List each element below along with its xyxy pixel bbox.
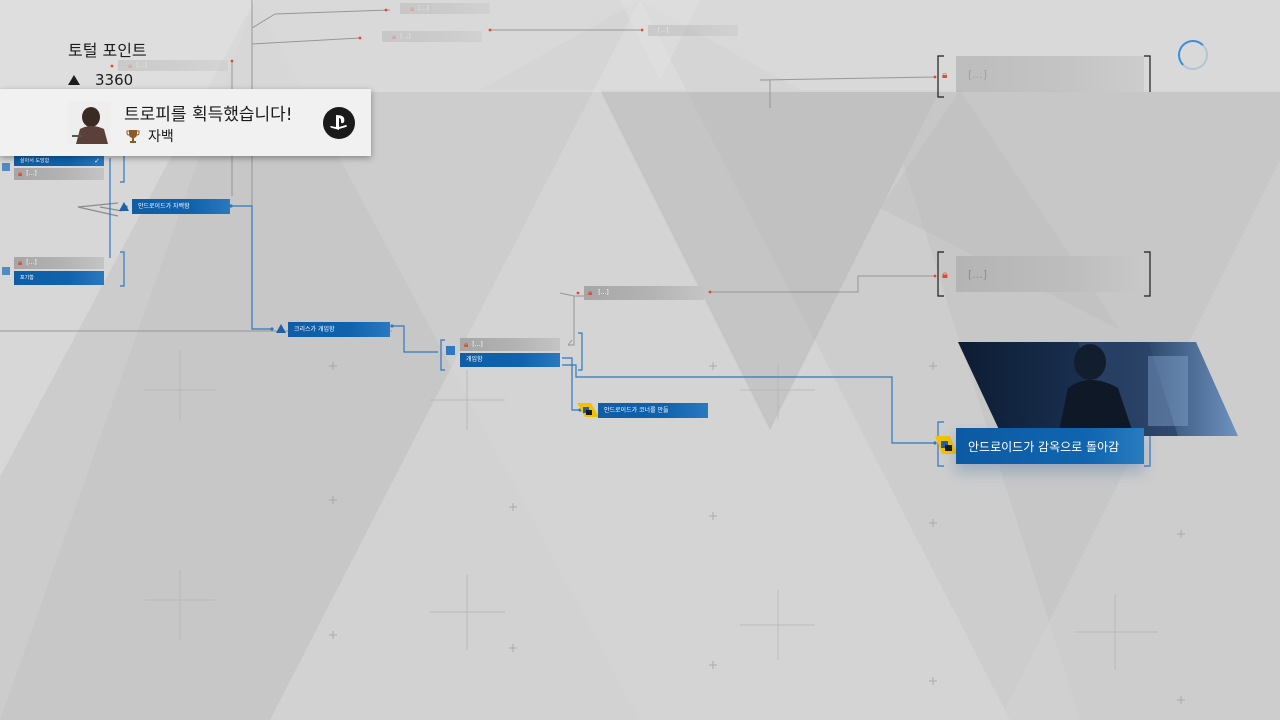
- lock-icon: 🔒︎: [464, 339, 469, 349]
- node-label: [...]: [136, 61, 147, 69]
- locked-node[interactable]: 🔒︎ [...]: [382, 31, 482, 42]
- scene-thumbnail: [958, 342, 1238, 436]
- story-node[interactable]: 안드로이드가 코너를 만듦: [598, 403, 708, 418]
- node-label: 안드로이드가 감옥으로 돌아감: [968, 439, 1120, 454]
- node-label: [...]: [418, 4, 429, 12]
- trophy-name: 자백: [148, 129, 174, 145]
- locked-node[interactable]: 🔒︎ [...]: [400, 3, 490, 14]
- node-label: [...]: [400, 32, 411, 40]
- story-node-final[interactable]: 안드로이드가 감옥으로 돌아감: [956, 428, 1144, 464]
- unlocked-path-icon: [577, 403, 599, 417]
- node-label: [...]: [26, 259, 37, 266]
- story-node[interactable]: 포기함: [14, 271, 104, 285]
- trophy-name-row: 자백: [126, 126, 174, 146]
- cleared-node[interactable]: 살아서 도망함 ✓: [14, 156, 104, 166]
- locked-node[interactable]: 🔒︎ [...]: [584, 286, 704, 300]
- locked-node[interactable]: 🔒︎ [...]: [14, 168, 104, 180]
- trophy-cup-icon: [126, 130, 140, 143]
- playstation-logo-icon: [323, 107, 355, 139]
- locked-node[interactable]: 🔒︎ [...]: [460, 338, 560, 351]
- partial-unlock-icon: [2, 163, 10, 171]
- lock-icon: 🔒︎: [18, 169, 23, 178]
- node-label: [...]: [968, 67, 988, 81]
- node-label: 살아서 도망함: [20, 157, 50, 164]
- node-label: [...]: [26, 170, 37, 177]
- trophy-image: [68, 101, 111, 144]
- total-points-value: 3360: [95, 71, 134, 89]
- story-node[interactable]: 안드로이드가 자백함: [132, 199, 230, 214]
- triangle-icon: [68, 75, 80, 85]
- lock-icon: 🔒︎: [942, 70, 948, 81]
- trophy-notification[interactable]: 트로피를 획득했습니다! 자백: [0, 89, 371, 156]
- locked-node[interactable]: 🔒︎ [...]: [14, 257, 104, 269]
- partial-unlock-icon: [2, 267, 10, 275]
- total-points: 3360: [68, 71, 133, 89]
- story-node[interactable]: 크리스가 개입함: [288, 322, 390, 337]
- node-label: 안드로이드가 자백함: [138, 202, 190, 210]
- locked-node[interactable]: [...]: [956, 56, 1144, 92]
- node-label: [...]: [658, 26, 669, 34]
- trophy-portrait-icon: [68, 101, 111, 144]
- branch-triangle-icon: [276, 324, 286, 333]
- lock-icon: 🔒︎: [18, 258, 23, 267]
- lock-icon: 🔒︎: [588, 288, 593, 297]
- lock-icon: 🔒︎: [392, 31, 397, 41]
- check-icon: ✓: [94, 156, 100, 165]
- trophy-notification-title: 트로피를 획득했습니다!: [124, 105, 293, 125]
- node-label: [...]: [968, 267, 988, 281]
- total-points-label: 토털 포인트: [68, 41, 147, 60]
- locked-node[interactable]: [...]: [956, 256, 1144, 292]
- node-label: 크리스가 개입함: [294, 325, 335, 333]
- node-label: [...]: [472, 340, 483, 348]
- story-node[interactable]: 개입함: [460, 353, 560, 367]
- lock-icon: 🔒︎: [128, 60, 133, 70]
- node-label: 안드로이드가 코너를 만듦: [604, 406, 669, 414]
- locked-node[interactable]: [...]: [648, 25, 738, 36]
- node-label: [...]: [598, 289, 609, 296]
- unlocked-path-icon: [935, 436, 957, 454]
- loading-spinner-icon: [1178, 40, 1208, 70]
- locked-node[interactable]: 🔒︎ [...]: [118, 60, 228, 71]
- node-label: 개입함: [466, 356, 483, 363]
- lock-icon: 🔒︎: [410, 3, 415, 13]
- branch-triangle-icon: [119, 202, 129, 211]
- node-label: 포기함: [20, 274, 34, 281]
- lock-icon: 🔒︎: [942, 268, 948, 281]
- partial-unlock-icon: [446, 346, 455, 355]
